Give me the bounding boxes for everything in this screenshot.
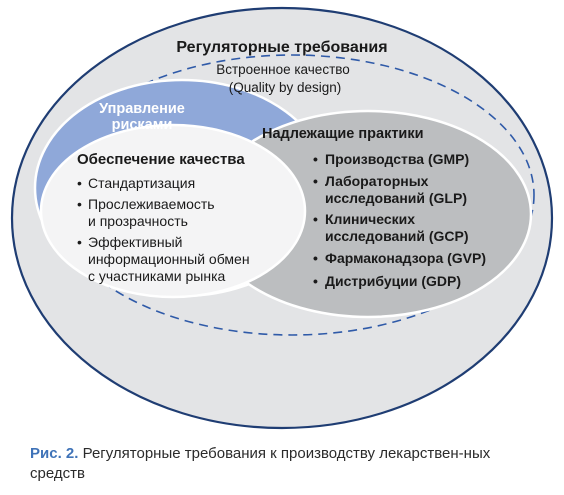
quality-assurance-bullet: • <box>77 234 82 250</box>
regulatory-requirements-title: Регуляторные требования <box>176 39 387 56</box>
good-practices-item-gvp: Фармаконадзора (GVP) <box>325 250 486 266</box>
quality-assurance-ellipse <box>39 123 307 299</box>
quality-assurance-item-traceability-line2: и прозрачность <box>88 213 188 229</box>
quality-assurance-item-exchange-line3: с участниками рынка <box>88 268 226 284</box>
risk-management-label-line1: Управление <box>99 101 185 117</box>
good-practices-list: • Производства (GMP) • Лабораторных иссл… <box>313 151 486 289</box>
good-practices-bullet: • <box>313 273 318 289</box>
quality-assurance-list: • Стандартизация • Прослеживаемость и пр… <box>77 175 250 284</box>
quality-assurance-title: Обеспечение качества <box>77 151 245 168</box>
quality-assurance-bullet: • <box>77 175 82 191</box>
quality-assurance-item-exchange-line2: информационный обмен <box>88 251 250 267</box>
good-practices-item-gcp-line1: Клинических <box>325 211 415 227</box>
quality-assurance-bullet: • <box>77 196 82 212</box>
figure-caption-label: Рис. 2. <box>30 445 79 462</box>
good-practices-bullet: • <box>313 211 318 227</box>
good-practices-item-glp-line2: исследований (GLP) <box>325 190 467 206</box>
figure-caption-text: Регуляторные требования к производству л… <box>30 445 491 482</box>
builtin-quality-label: Встроенное качество <box>216 62 350 77</box>
good-practices-bullet: • <box>313 250 318 266</box>
figure-caption: Рис. 2. Регуляторные требования к произв… <box>30 444 540 484</box>
builtin-quality-dashed-ellipse <box>49 54 535 336</box>
good-practices-bullet: • <box>313 151 318 167</box>
quality-by-design-label: (Quality by design) <box>229 80 342 95</box>
quality-assurance-item-exchange-line1: Эффективный <box>88 234 182 250</box>
good-practices-item-gdp: Дистрибуции (GDP) <box>325 273 461 289</box>
good-practices-title: Надлежащие практики <box>262 126 424 142</box>
good-practices-item-gmp: Производства (GMP) <box>325 151 469 167</box>
regulatory-requirements-diagram: Регуляторные требования Встроенное качес… <box>10 6 554 430</box>
good-practices-item-gcp-line2: исследований (GCP) <box>325 228 469 244</box>
quality-assurance-item-traceability-line1: Прослеживаемость <box>88 196 215 212</box>
good-practices-item-glp-line1: Лабораторных <box>325 173 429 189</box>
risk-management-label-line2: рисками <box>112 117 173 133</box>
good-practices-bullet: • <box>313 173 318 189</box>
quality-assurance-item-standardization: Стандартизация <box>88 175 195 191</box>
